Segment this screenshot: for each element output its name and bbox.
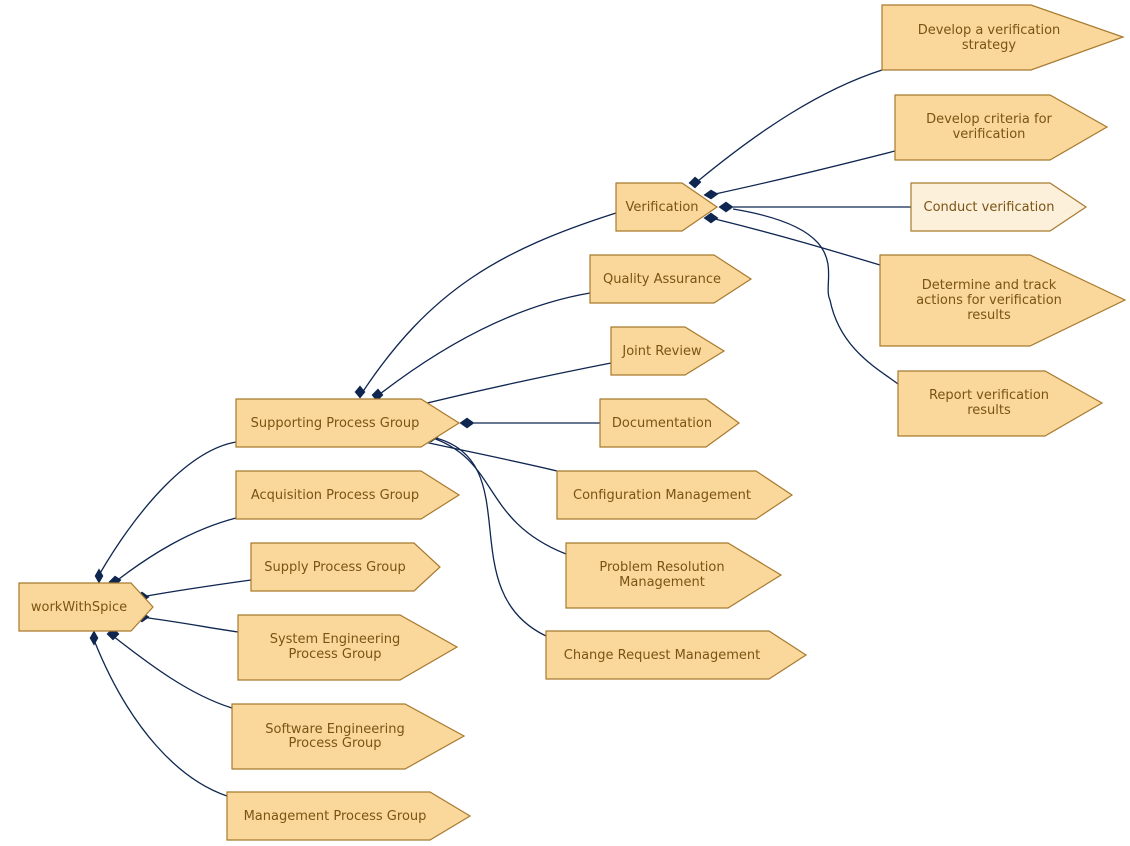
- node-label: Configuration Management: [573, 488, 751, 503]
- node-label: Documentation: [612, 416, 712, 431]
- node-problem-resolution-management[interactable]: Problem Resolution Management: [565, 542, 783, 609]
- edge-root-acquisition: [114, 517, 237, 583]
- node-label: Conduct verification: [924, 200, 1055, 215]
- edge-supp-config: [419, 440, 558, 472]
- node-label-line-1: Develop criteria for: [926, 112, 1052, 127]
- edge-supp-verification: [361, 212, 617, 394]
- node-label-line-2: Process Group: [288, 736, 381, 751]
- edges: [93, 69, 911, 797]
- node-label-line-2: strategy: [962, 38, 1017, 53]
- node-management-process-group[interactable]: Management Process Group: [226, 791, 472, 841]
- node-configuration-management[interactable]: Configuration Management: [556, 470, 794, 520]
- node-label: Change Request Management: [564, 648, 760, 663]
- edge-root-supply: [140, 579, 252, 598]
- node-joint-review[interactable]: Joint Review: [610, 326, 726, 376]
- node-label: Verification: [625, 200, 698, 215]
- diamond-marker: [703, 212, 719, 224]
- node-label-line-1: Develop a verification: [918, 23, 1061, 38]
- node-label-line-2: Process Group: [288, 647, 381, 662]
- node-label: Acquisition Process Group: [251, 488, 419, 503]
- diamond-marker: [89, 630, 99, 646]
- node-label-line-3: results: [967, 308, 1011, 323]
- diamond-marker: [703, 189, 719, 200]
- diamond-marker: [718, 201, 734, 213]
- node-determine-track-actions[interactable]: Determine and track actions for verifica…: [879, 254, 1127, 347]
- edge-root-system: [140, 616, 239, 633]
- node-acquisition-process-group[interactable]: Acquisition Process Group: [235, 470, 461, 520]
- node-documentation[interactable]: Documentation: [599, 398, 741, 448]
- node-develop-criteria-for-verification[interactable]: Develop criteria for verification: [894, 94, 1109, 161]
- edge-root-supporting: [98, 441, 237, 576]
- node-label-line-1: Report verification: [929, 388, 1049, 403]
- node-label: Supporting Process Group: [251, 416, 420, 431]
- node-quality-assurance[interactable]: Quality Assurance: [589, 254, 753, 304]
- node-supporting-process-group[interactable]: Supporting Process Group: [235, 398, 461, 448]
- diamond-marker: [688, 176, 702, 189]
- node-report-verification-results[interactable]: Report verification results: [897, 370, 1104, 437]
- nodes: workWithSpice Supporting Process Group A…: [18, 4, 1127, 841]
- node-label: workWithSpice: [31, 600, 127, 615]
- node-system-engineering-process-group[interactable]: System Engineering Process Group: [237, 614, 459, 681]
- edge-root-management: [93, 639, 228, 797]
- node-develop-verification-strategy[interactable]: Develop a verification strategy: [881, 4, 1125, 71]
- node-label: Joint Review: [621, 344, 702, 359]
- edge-supp-problem: [429, 436, 567, 555]
- node-label: Management Process Group: [244, 809, 427, 824]
- edge-root-software: [112, 635, 233, 709]
- diamond-marker: [354, 385, 366, 399]
- node-label-line-1: System Engineering: [270, 632, 401, 647]
- node-conduct-verification[interactable]: Conduct verification: [910, 182, 1088, 232]
- node-software-engineering-process-group[interactable]: Software Engineering Process Group: [231, 703, 466, 770]
- node-label: Supply Process Group: [264, 560, 405, 575]
- node-label-line-2: actions for verification: [916, 293, 1062, 308]
- node-label-line-2: Management: [619, 575, 705, 590]
- edge-supp-quality: [379, 292, 591, 395]
- node-label-line-1: Problem Resolution: [599, 560, 724, 575]
- edge-supp-joint: [414, 362, 612, 407]
- diamond-marker: [459, 417, 475, 429]
- node-label-line-2: results: [967, 403, 1011, 418]
- edge-ver-strategy: [697, 69, 883, 182]
- node-label-line-1: Software Engineering: [265, 722, 404, 737]
- node-workwithspice[interactable]: workWithSpice: [18, 582, 154, 632]
- edge-ver-track: [714, 218, 881, 266]
- edge-ver-criteria: [714, 150, 896, 195]
- edge-ver-report: [732, 208, 899, 385]
- node-label: Quality Assurance: [603, 272, 721, 287]
- node-label-line-2: verification: [953, 127, 1026, 142]
- node-supply-process-group[interactable]: Supply Process Group: [250, 542, 441, 592]
- node-change-request-management[interactable]: Change Request Management: [545, 630, 808, 680]
- node-label-line-1: Determine and track: [922, 278, 1057, 293]
- node-verification[interactable]: Verification: [615, 182, 719, 232]
- edge-supp-change: [431, 436, 547, 637]
